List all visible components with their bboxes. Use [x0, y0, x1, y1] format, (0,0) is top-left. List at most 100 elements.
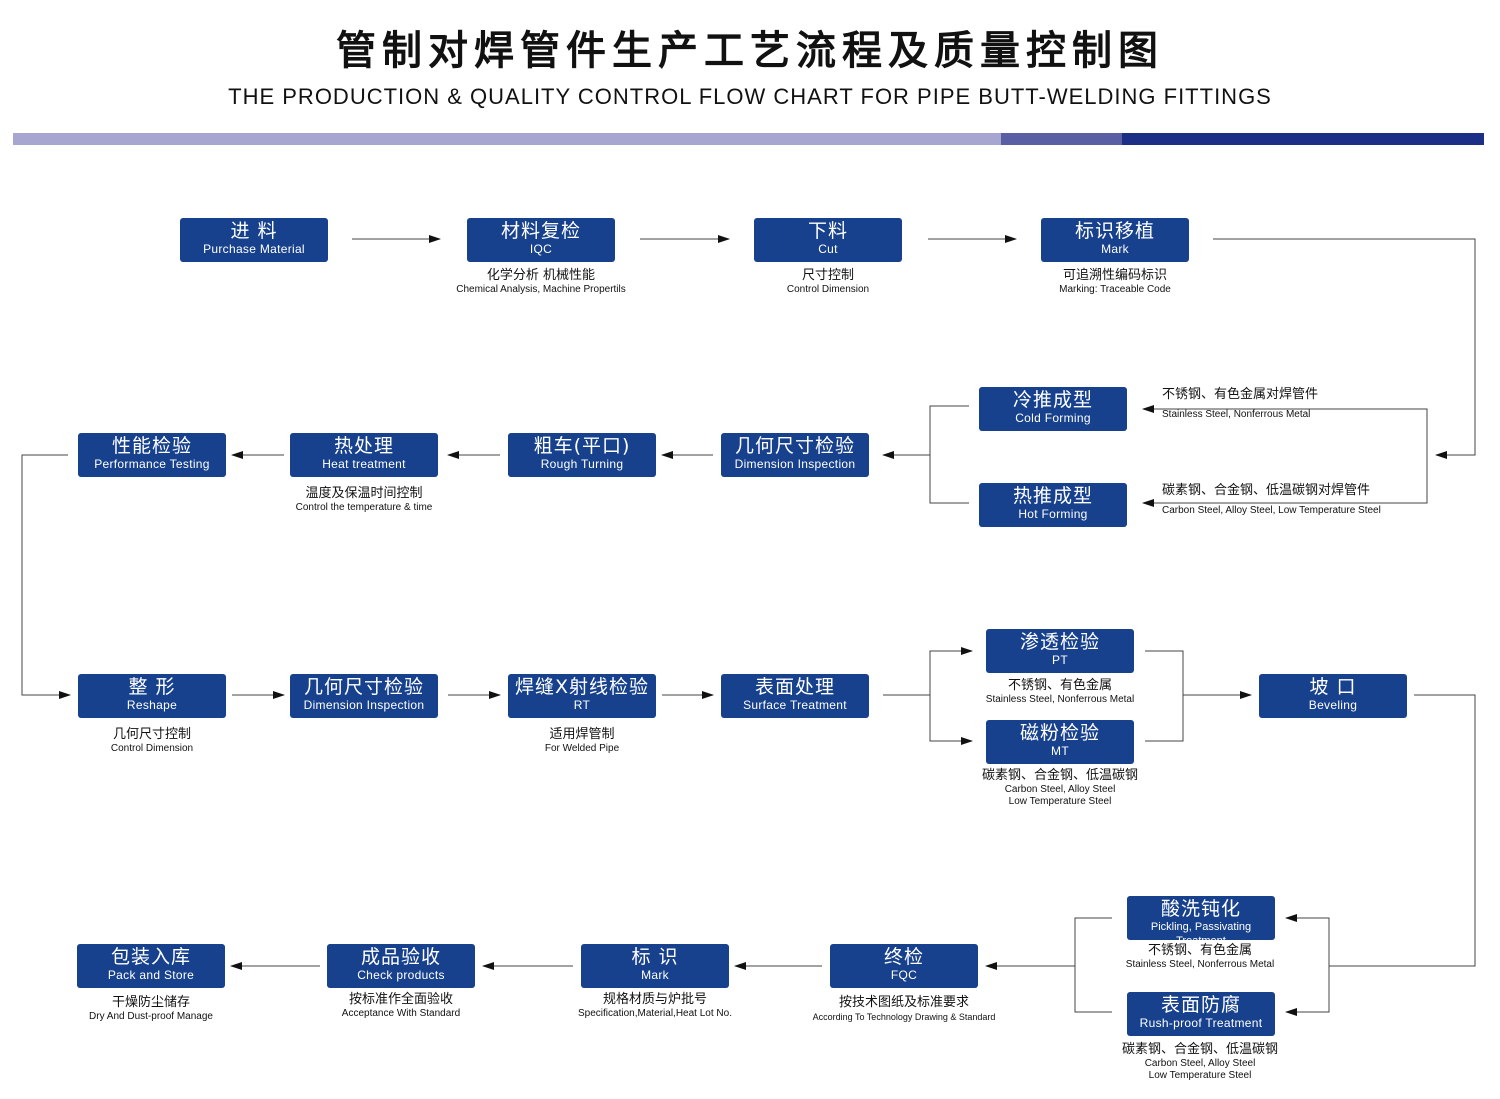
step-label-cn: 整 形 [128, 676, 176, 698]
header-band-mid [1001, 133, 1122, 145]
note-en: According To Technology Drawing & Standa… [812, 1012, 996, 1022]
note-pt: 不锈钢、有色金属 Stainless Steel, Nonferrous Met… [950, 678, 1170, 706]
step-label-en: Hot Forming [1018, 507, 1088, 521]
note-en: Control the temperature & time [295, 502, 433, 513]
note-en: Stainless Steel, Nonferrous Metal [1162, 409, 1311, 420]
note-en: Control Dimension [110, 743, 194, 754]
note-cn: 干燥防尘储存 [111, 995, 190, 1010]
step-label-en: Surface Treatment [743, 698, 847, 712]
note-fqc: 按技术图纸及标准要求 According To Technology Drawi… [789, 995, 1019, 1023]
connector-to-mt [929, 695, 973, 745]
step-rough-turning: 粗车(平口) Rough Turning [508, 433, 656, 477]
step-label-en: Dimension Inspection [303, 698, 425, 712]
step-label-en: Check products [357, 968, 445, 982]
connector-to-cold-forming [1142, 405, 1428, 455]
connector-beveling-to-treatment [1329, 694, 1476, 967]
note-pickling: 不锈钢、有色金属 Stainless Steel, Nonferrous Met… [1090, 943, 1310, 971]
connector-forming-merge [929, 405, 969, 504]
step-dimension-inspection-2: 几何尺寸检验 Dimension Inspection [290, 674, 438, 718]
step-label-cn: 渗透检验 [1019, 631, 1100, 653]
step-label-en: Mark [1101, 242, 1129, 256]
step-label-cn: 热推成型 [1012, 485, 1093, 507]
connector-to-pickling [1285, 914, 1330, 966]
note-mark-transfer: 可追溯性编码标识 Marking: Traceable Code [1025, 268, 1205, 296]
note-en-2: Low Temperature Steel [1008, 796, 1112, 807]
step-label-cn: 坡 口 [1309, 676, 1357, 698]
note-en: Carbon Steel, Alloy Steel [1004, 784, 1116, 795]
step-label-en: Rough Turning [540, 457, 624, 471]
note-en: For Welded Pipe [544, 743, 620, 754]
step-label-cn: 酸洗钝化 [1160, 898, 1241, 920]
step-rustproof: 表面防腐 Rush-proof Treatment [1127, 992, 1275, 1036]
header-band-dark [1122, 133, 1484, 145]
step-mt: 磁粉检验 MT [986, 720, 1134, 764]
step-label-cn: 几何尺寸检验 [734, 435, 855, 457]
note-cn: 温度及保温时间控制 [305, 486, 423, 501]
step-label-en: Dimension Inspection [734, 457, 856, 471]
step-pack-store: 包装入库 Pack and Store [77, 944, 225, 988]
note-cn: 不锈钢、有色金属对焊管件 [1162, 387, 1319, 402]
step-label-cn: 热处理 [333, 435, 394, 457]
step-mark-transfer: 标识移植 Mark [1041, 218, 1189, 262]
step-check-products: 成品验收 Check products [327, 944, 475, 988]
note-cn: 碳素钢、合金钢、低温碳钢对焊管件 [1162, 483, 1371, 498]
step-label-en: PT [1052, 653, 1068, 667]
step-label-en: Purchase Material [203, 242, 305, 256]
step-label-en: RT [573, 698, 591, 712]
connector-tests-merge [1145, 650, 1184, 742]
step-heat-treatment: 热处理 Heat treatment [290, 433, 438, 477]
note-cn: 规格材质与炉批号 [602, 992, 707, 1007]
note-en: Stainless Steel, Nonferrous Metal [985, 694, 1135, 705]
note-en: Marking: Traceable Code [1059, 284, 1171, 295]
note-cn: 几何尺寸控制 [112, 727, 191, 742]
note-en: Carbon Steel, Alloy Steel, Low Temperatu… [1162, 505, 1381, 516]
step-label-cn: 表面处理 [754, 676, 835, 698]
step-label-en: Beveling [1308, 698, 1358, 712]
step-label-cn: 几何尺寸检验 [303, 676, 424, 698]
step-label-cn: 性能检验 [111, 435, 192, 457]
step-label-cn: 焊缝X射线检验 [514, 676, 650, 698]
step-dimension-inspection-1: 几何尺寸检验 Dimension Inspection [721, 433, 869, 477]
note-en: Dry And Dust-proof Manage [89, 1011, 213, 1022]
step-label-cn: 材料复检 [500, 220, 581, 242]
step-label-cn: 磁粉检验 [1019, 722, 1100, 744]
note-heat-treatment: 温度及保温时间控制 Control the temperature & time [254, 486, 474, 514]
step-label-en: FQC [890, 968, 918, 982]
step-label-en: Cold Forming [1015, 411, 1091, 425]
note-en: Specification,Material,Heat Lot No. [578, 1008, 732, 1019]
note-iqc: 化学分析 机械性能 Chemical Analysis, Machine Pro… [421, 268, 661, 296]
step-label-cn: 标识移植 [1074, 220, 1155, 242]
step-label-en: Heat treatment [322, 457, 406, 471]
step-surface-treatment: 表面处理 Surface Treatment [721, 674, 869, 718]
step-label-en: Performance Testing [94, 457, 210, 471]
note-cn: 可追溯性编码标识 [1062, 268, 1167, 283]
step-label-cn: 下料 [807, 220, 848, 242]
step-label-en: Cut [818, 242, 838, 256]
note-cut: 尺寸控制 Control Dimension [738, 268, 918, 296]
note-check-products: 按标准作全面验收 Acceptance With Standard [301, 992, 501, 1020]
note-en: Acceptance With Standard [341, 1008, 461, 1019]
connector-to-hot-forming [1142, 455, 1428, 507]
step-cut: 下料 Cut [754, 218, 902, 262]
step-label-cn: 包装入库 [110, 946, 191, 968]
step-label-en: MT [1051, 744, 1069, 758]
step-beveling: 坡 口 Beveling [1259, 674, 1407, 718]
step-label-cn: 冷推成型 [1012, 389, 1093, 411]
note-en: Chemical Analysis, Machine Propertils [456, 284, 626, 295]
connector-treatment-merge [1074, 917, 1112, 1013]
step-label-en: Mark [641, 968, 669, 982]
step-label-cn: 表面防腐 [1160, 994, 1241, 1016]
note-cn: 不锈钢、有色金属 [1147, 943, 1252, 958]
step-pickling: 酸洗钝化 Pickling, Passivating Treatment [1127, 896, 1275, 947]
note-cn: 碳素钢、合金钢、低温碳钢 [981, 768, 1138, 783]
header-band-light [13, 133, 1001, 145]
connector-to-pt [929, 647, 973, 695]
step-label-cn: 终检 [883, 946, 924, 968]
connector-performance-to-reshape [21, 454, 71, 699]
note-cn: 化学分析 机械性能 [486, 268, 596, 283]
note-cn: 不锈钢、有色金属 [1007, 678, 1112, 693]
note-cn: 按技术图纸及标准要求 [838, 995, 969, 1010]
note-mark-final: 规格材质与炉批号 Specification,Material,Heat Lot… [545, 992, 765, 1020]
step-label-cn: 粗车(平口) [533, 435, 631, 457]
